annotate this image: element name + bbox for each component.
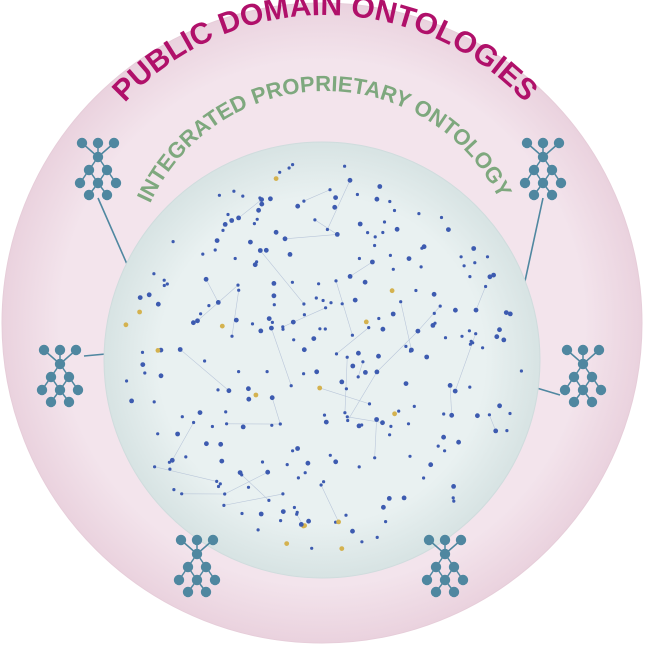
network-nodes (123, 163, 524, 551)
proprietary-network-graph (123, 163, 524, 551)
ontology-connector-line (97, 197, 131, 272)
hierarchy-tree-icon (519, 137, 567, 201)
proprietary-ontology-disc (103, 141, 541, 579)
hierarchy-tree-icon (421, 534, 469, 598)
hierarchy-tree-icon (173, 534, 221, 598)
hierarchy-tree-icon (74, 137, 122, 201)
public-ontology-icons (36, 137, 607, 598)
hierarchy-tree-icon (36, 344, 84, 408)
hierarchy-tree-icon (559, 344, 607, 408)
